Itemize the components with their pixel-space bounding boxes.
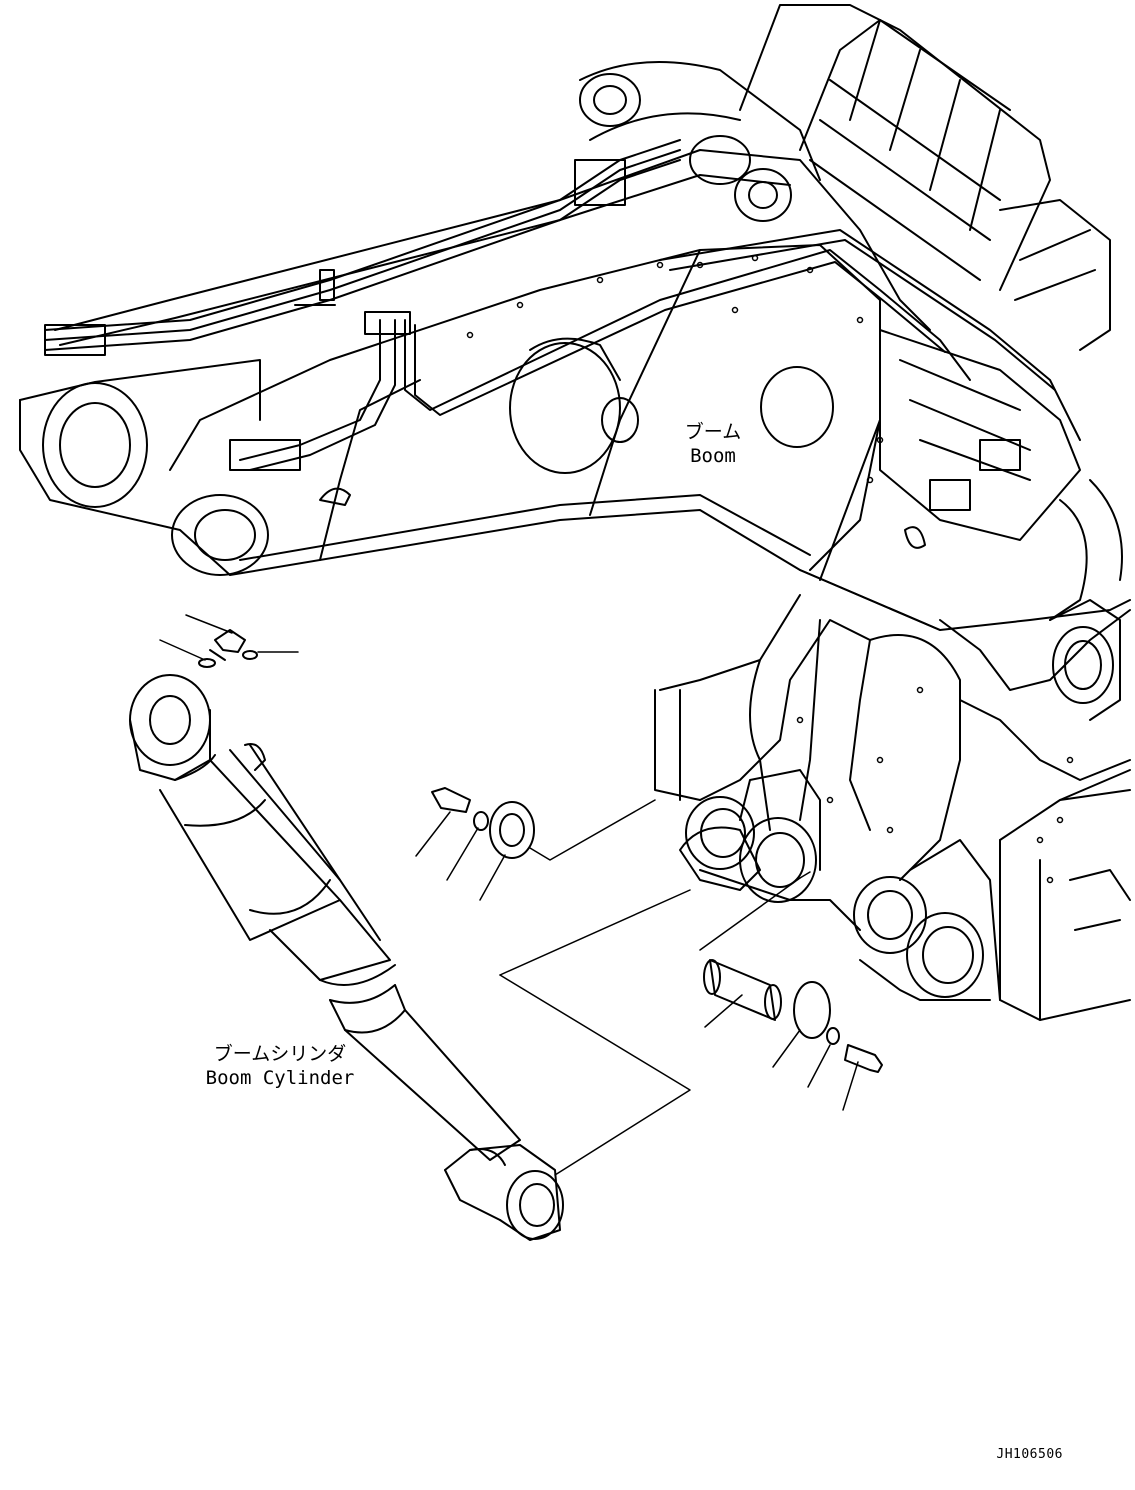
boom-cylinder <box>129 674 564 1241</box>
boom-cylinder-label: ブームシリンダ Boom Cylinder <box>190 1042 370 1090</box>
grease-fittings <box>198 629 258 668</box>
boom-label-en: Boom <box>690 445 736 467</box>
drawing-code: JH106506 <box>996 1447 1063 1462</box>
boom-cylinder-label-jp: ブームシリンダ <box>213 1043 347 1065</box>
boom-label: ブーム Boom <box>668 420 758 468</box>
foot-pin-parts <box>703 959 883 1073</box>
head-pin-parts <box>431 787 535 859</box>
boom-label-jp: ブーム <box>684 421 742 443</box>
boom-assembly <box>19 4 1123 631</box>
revolving-frame <box>654 569 1131 1021</box>
boom-cylinder-label-en: Boom Cylinder <box>205 1067 355 1089</box>
leader-lines <box>159 614 859 1176</box>
